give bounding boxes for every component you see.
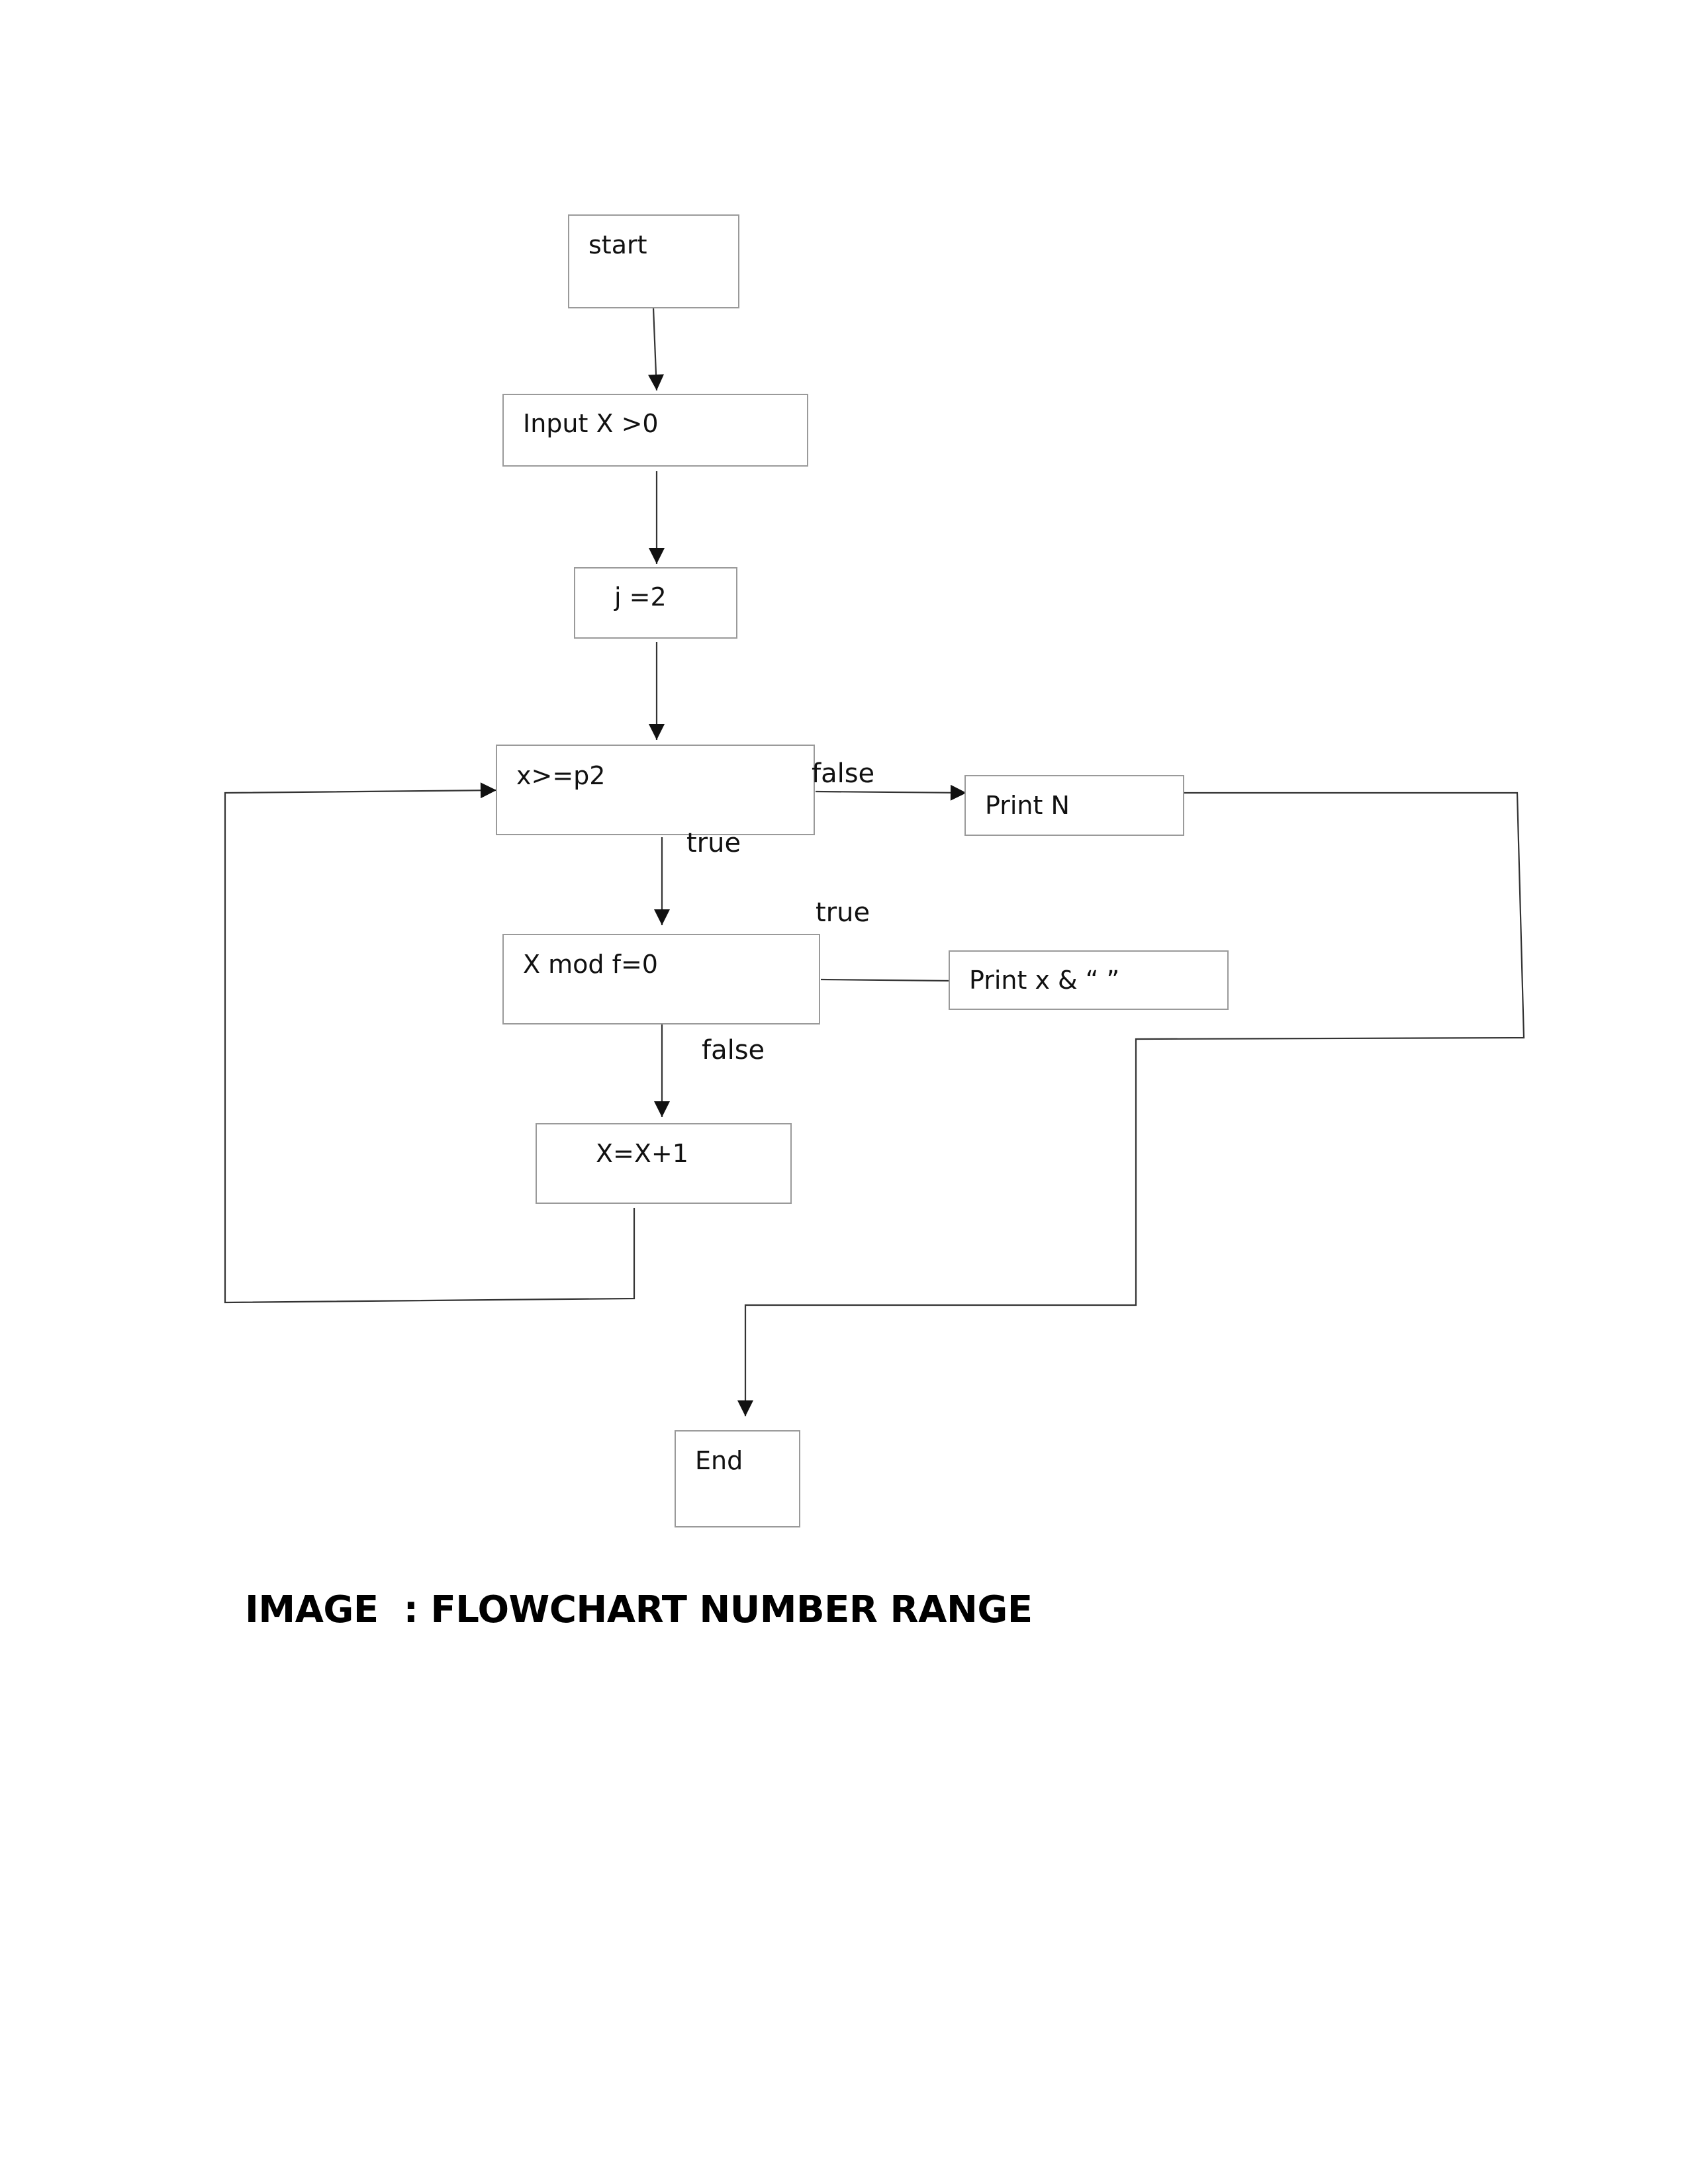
edge-label-condition-false: false bbox=[812, 758, 874, 789]
node-input-label: Input X >0 bbox=[523, 409, 659, 438]
node-print-n-label: Print N bbox=[985, 791, 1070, 820]
edge-label-condition-true: true bbox=[686, 828, 741, 858]
node-start-label: start bbox=[588, 230, 647, 259]
edge-print-n-end bbox=[737, 792, 1525, 1416]
node-input: Input X >0 bbox=[502, 394, 808, 467]
node-condition-label: x>=p2 bbox=[516, 761, 605, 790]
node-condition: x>=p2 bbox=[496, 745, 815, 835]
edge-start-input bbox=[648, 307, 665, 391]
node-mod-check-label: X mod f=0 bbox=[523, 950, 658, 979]
edge-mod-print-x bbox=[820, 978, 951, 982]
figure-caption: IMAGE : FLOWCHART NUMBER RANGE bbox=[245, 1588, 1033, 1631]
edge-label-mod-true: true bbox=[816, 897, 870, 928]
node-init: j =2 bbox=[574, 567, 737, 639]
node-mod-check: X mod f=0 bbox=[502, 934, 820, 1024]
node-print-x-label: Print x & “ ” bbox=[969, 966, 1119, 995]
edge-condition-print-n bbox=[815, 784, 967, 801]
node-start: start bbox=[568, 214, 739, 308]
node-print-n: Print N bbox=[964, 775, 1184, 836]
node-end: End bbox=[675, 1430, 800, 1527]
node-increment: X=X+1 bbox=[536, 1123, 792, 1204]
node-init-label: j =2 bbox=[614, 582, 667, 612]
edge-label-mod-false: false bbox=[702, 1035, 765, 1066]
node-increment-label: X=X+1 bbox=[596, 1139, 688, 1168]
node-end-label: End bbox=[695, 1446, 743, 1475]
node-print-x: Print x & “ ” bbox=[949, 950, 1229, 1010]
edge-loop-back bbox=[224, 782, 635, 1304]
